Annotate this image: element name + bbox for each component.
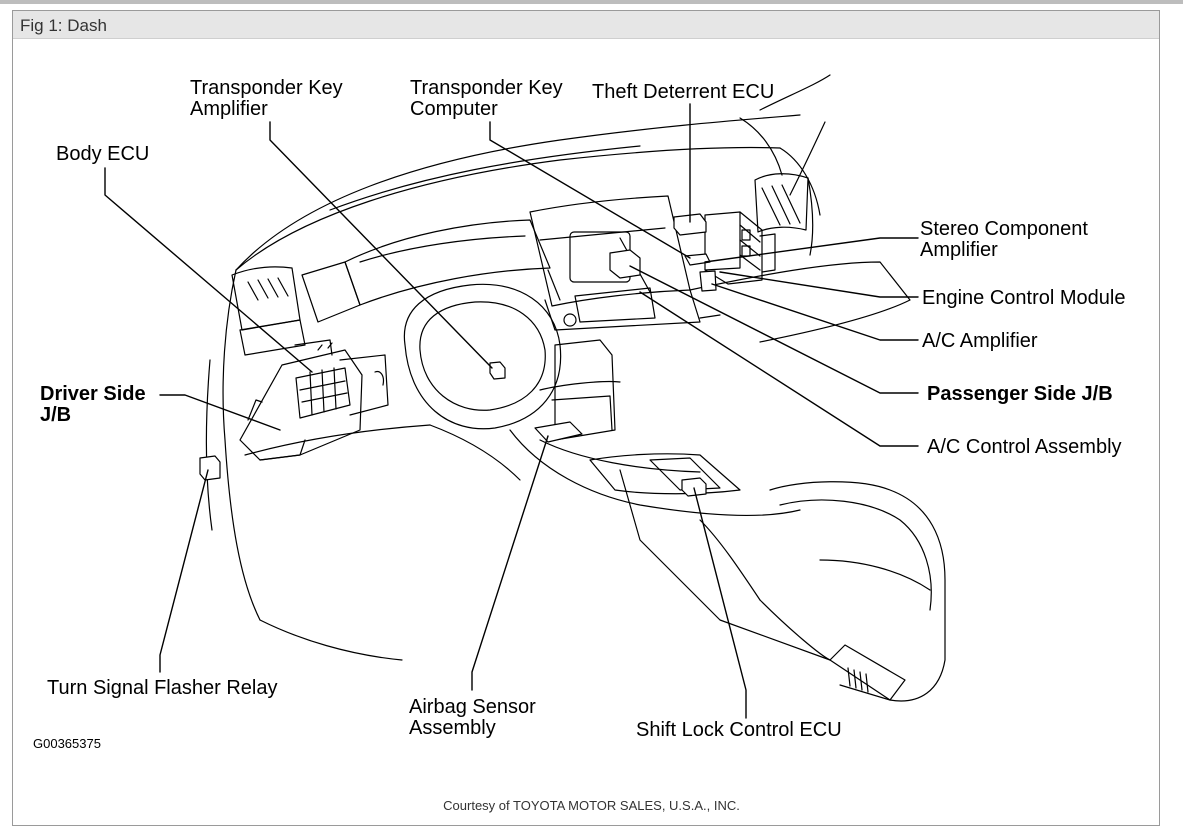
dashboard-top-outline (235, 74, 831, 271)
label-ac-control-assembly: A/C Control Assembly (927, 436, 1122, 458)
label-airbag-sensor-assembly: Airbag Sensor Assembly (409, 696, 536, 739)
driver-vent-left (231, 266, 306, 356)
top-divider (0, 0, 1183, 4)
armrest (759, 481, 946, 702)
figure-credit: Courtesy of TOYOTA MOTOR SALES, U.S.A., … (443, 798, 740, 813)
instrument-cluster-hood (301, 219, 551, 323)
label-engine-control-module: Engine Control Module (922, 287, 1126, 309)
figure-caption-bar: Fig 1: Dash (13, 11, 1159, 39)
label-driver-side-jb: Driver Side J/B (40, 383, 146, 426)
figure-caption: Fig 1: Dash (20, 16, 107, 35)
label-body-ecu: Body ECU (56, 143, 150, 165)
label-shift-lock-control-ecu: Shift Lock Control ECU (636, 719, 842, 741)
label-turn-signal-flasher-relay: Turn Signal Flasher Relay (47, 677, 278, 699)
label-passenger-side-jb: Passenger Side J/B (927, 383, 1113, 405)
figure-id: G00365375 (33, 736, 101, 751)
component-boxes (199, 213, 717, 497)
label-transponder-key-computer: Transponder Key Computer (410, 77, 563, 120)
driver-junction-block (239, 339, 389, 461)
figure-frame: Fig 1: Dash (12, 10, 1160, 826)
lower-dash-left (205, 269, 521, 661)
label-transponder-key-amplifier: Transponder Key Amplifier (190, 77, 343, 120)
steering-wheel (403, 283, 562, 430)
label-stereo-component-amplifier: Stereo Component Amplifier (920, 218, 1088, 261)
passenger-dash (689, 173, 911, 343)
label-theft-deterrent-ecu: Theft Deterrent ECU (592, 81, 775, 103)
label-ac-amplifier: A/C Amplifier (922, 330, 1038, 352)
leader-lines (104, 103, 919, 719)
center-console (509, 339, 831, 661)
